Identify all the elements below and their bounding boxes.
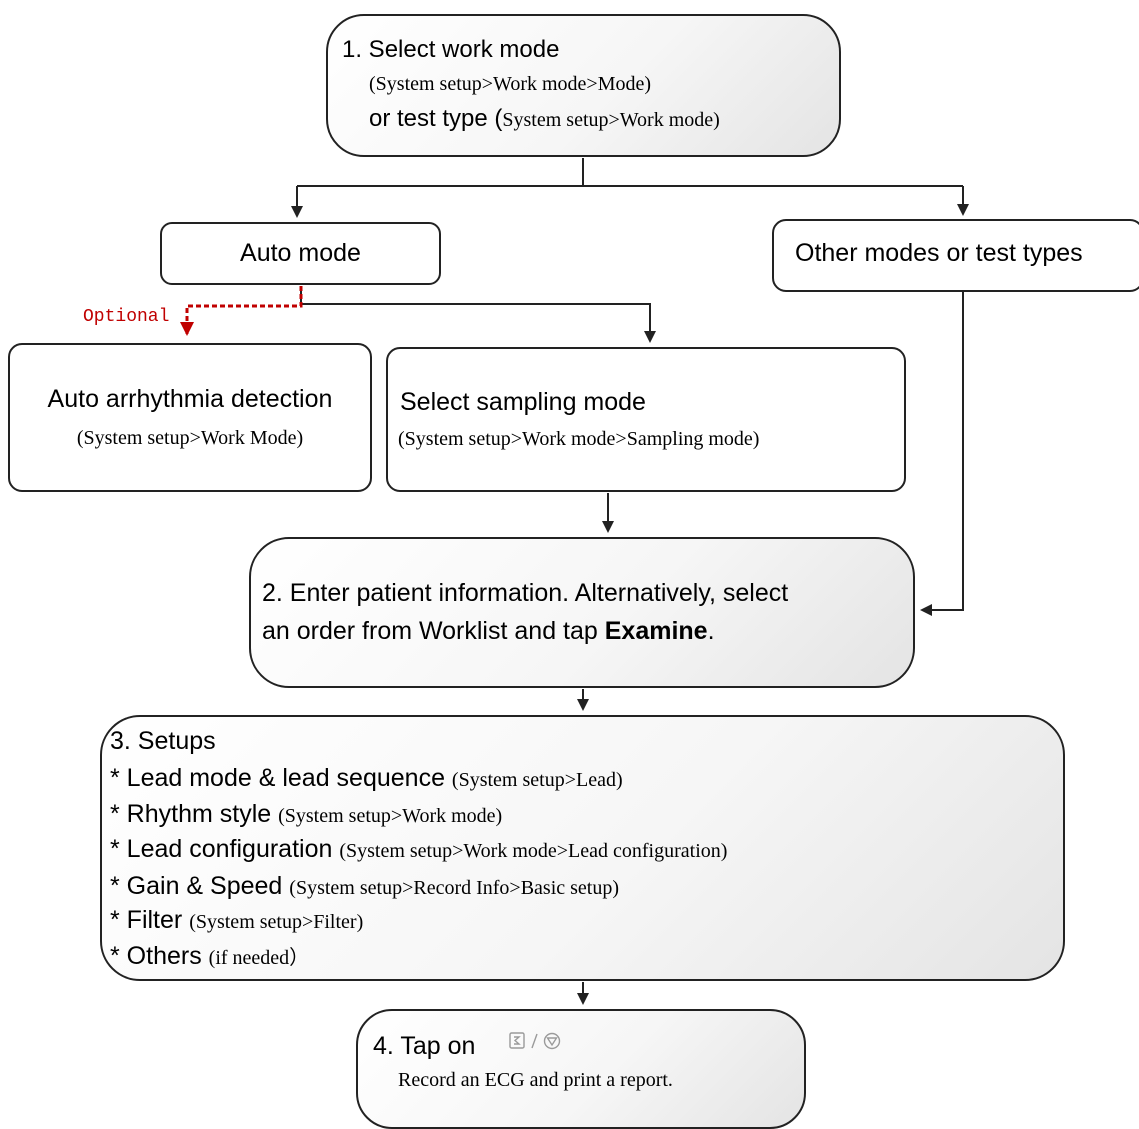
sampling-mode-title: Select sampling mode: [400, 388, 646, 416]
other-modes-label: Other modes or test types: [795, 239, 1083, 267]
optional-label: Optional: [83, 307, 170, 327]
arrow-other-to-step2: [920, 292, 964, 616]
step3-setups-box: 3. Setups * Lead mode & lead sequence (S…: [100, 715, 1065, 981]
step2-line2-prefix: an order from Worklist and tap: [262, 617, 605, 645]
setup-item-note: (System setup>Work mode>Lead configurati…: [339, 840, 728, 862]
step4-title: 4. Tap on: [373, 1032, 476, 1060]
setup-item-note: (System setup>Work mode): [278, 805, 503, 827]
arrow-to-sampling: [300, 286, 656, 343]
setup-item-note: (System setup>Record Info>Basic setup): [289, 877, 620, 899]
step3-title: 3. Setups: [110, 727, 216, 755]
examine-keyword: Examine: [604, 617, 708, 645]
step2-line2: an order from Worklist and tap Examine.: [262, 617, 715, 646]
setup-item: * Rhythm style (System setup>Work mode): [110, 800, 502, 829]
step2-line2-suffix: .: [707, 617, 715, 645]
auto-mode-box: Auto mode: [160, 222, 441, 285]
setup-item-note: (System setup>Lead): [451, 769, 623, 791]
step1-line3: or test type (System setup>Work mode): [369, 105, 720, 133]
step4-description: Record an ECG and print a report.: [398, 1069, 673, 1091]
sampling-mode-box: Select sampling mode (System setup>Work …: [386, 347, 906, 492]
auto-arrhythmia-title: Auto arrhythmia detection: [47, 385, 333, 413]
setup-item-label: * Others: [110, 942, 209, 970]
sampling-mode-path: (System setup>Work mode>Sampling mode): [398, 428, 760, 450]
stop-icon: [543, 1032, 561, 1050]
setup-item: * Others (if needed）: [110, 941, 309, 971]
step4-tap-box: 4. Tap on Record an ECG and print a repo…: [356, 1009, 806, 1129]
setup-item: * Filter (System setup>Filter): [110, 906, 363, 935]
setup-item-label: * Rhythm style: [110, 800, 279, 828]
setup-item-label: * Lead configuration: [110, 835, 340, 863]
record-stop-icons: [509, 1032, 561, 1050]
setup-item: * Lead mode & lead sequence (System setu…: [110, 764, 623, 793]
setup-item-note: (if needed）: [208, 947, 310, 969]
step1-select-work-mode-box: 1. Select work mode (System setup>Work m…: [326, 14, 841, 157]
optional-dashed-connector: [180, 286, 303, 336]
step2-line1: 2. Enter patient information. Alternativ…: [262, 579, 789, 607]
step2-patient-info-box: 2. Enter patient information. Alternativ…: [249, 537, 915, 688]
flowchart: 1. Select work mode (System setup>Work m…: [8, 14, 1139, 1129]
auto-arrhythmia-path: (System setup>Work Mode): [76, 427, 304, 449]
other-modes-box: Other modes or test types: [772, 219, 1139, 292]
step1-line3-path: System setup>Work mode): [502, 109, 720, 131]
setup-item-label: * Lead mode & lead sequence: [110, 764, 452, 792]
step1-title: 1. Select work mode: [342, 36, 560, 63]
setup-item: * Lead configuration (System setup>Work …: [110, 835, 727, 864]
step1-path: (System setup>Work mode>Mode): [369, 73, 652, 95]
setup-item-label: * Gain & Speed: [110, 872, 290, 900]
record-icon: [509, 1032, 525, 1049]
connector-layer: [180, 158, 969, 1005]
divider-slash: [531, 1033, 538, 1049]
setup-item-note: (System setup>Filter): [189, 911, 364, 933]
setup-item-label: * Filter: [110, 906, 190, 934]
step1-line3-text: or test type (: [369, 105, 503, 132]
auto-mode-label: Auto mode: [240, 239, 361, 267]
auto-arrhythmia-box: Auto arrhythmia detection (System setup>…: [8, 343, 372, 492]
connector-step1-split: [297, 158, 963, 187]
setup-item: * Gain & Speed (System setup>Record Info…: [110, 872, 619, 901]
